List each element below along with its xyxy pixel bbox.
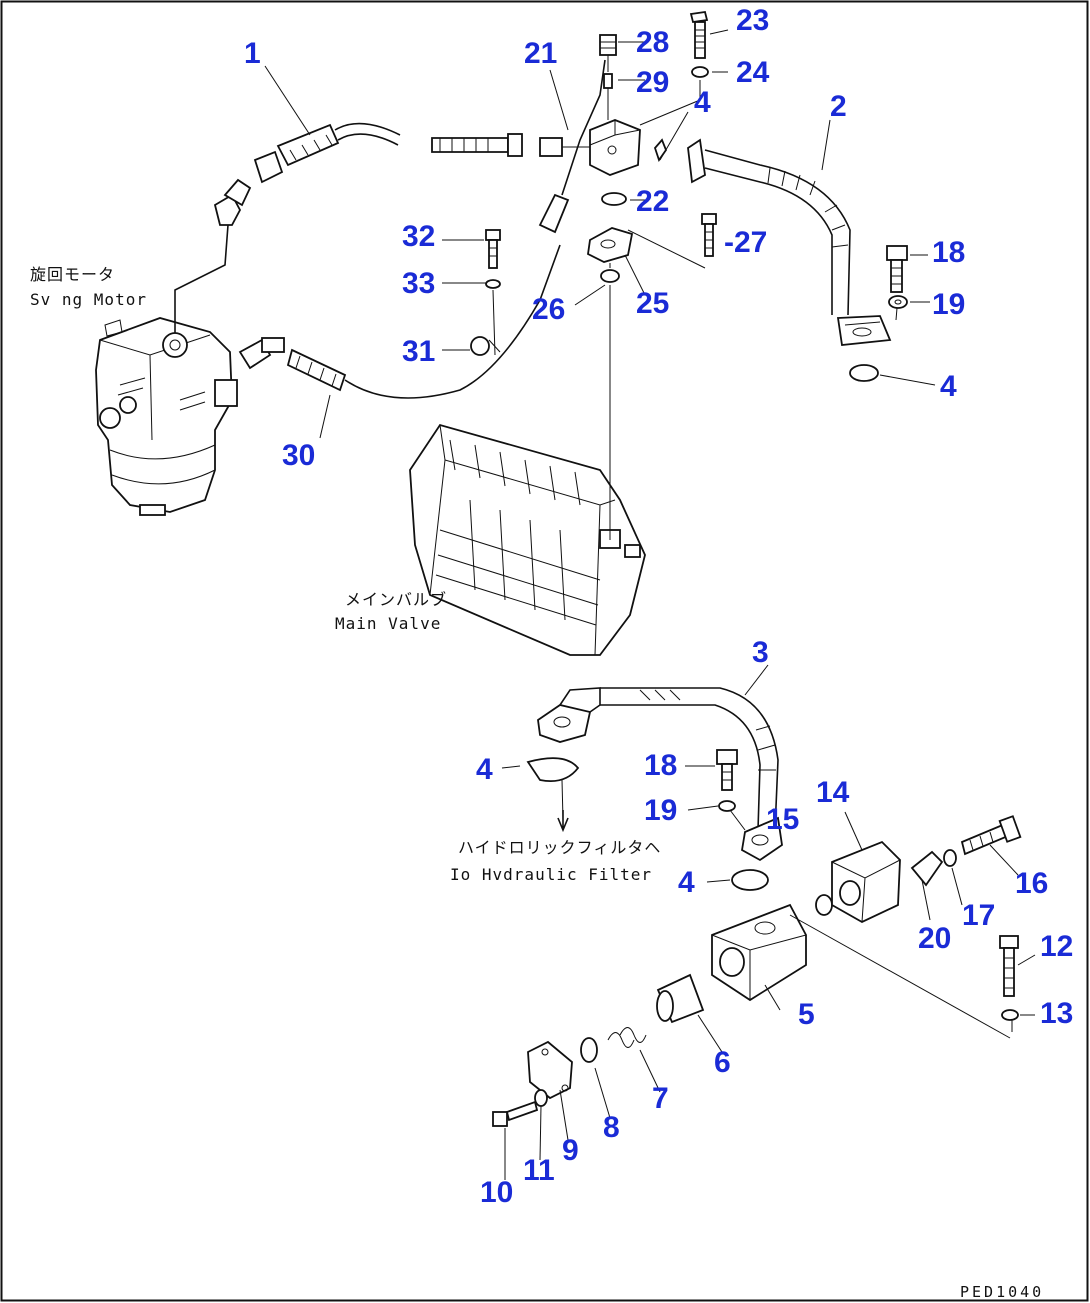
- callout-27: -27: [724, 226, 767, 259]
- callout-5: 5: [798, 998, 815, 1031]
- main-valve: [409, 423, 646, 656]
- drawing-id: PED1040: [960, 1283, 1044, 1301]
- callout-26: 26: [532, 293, 565, 326]
- callout-8: 8: [603, 1111, 620, 1144]
- callout-10: 10: [480, 1176, 513, 1209]
- block-5: [711, 869, 1011, 1039]
- callout-33: 33: [402, 267, 435, 300]
- callout-18-lower: 18: [644, 749, 677, 782]
- callout-20: 20: [918, 922, 951, 955]
- callout-19-lower: 19: [644, 794, 677, 827]
- callout-15: 15: [766, 803, 799, 836]
- hydraulic-filter-label-jp: ハイドロリックフィルタヘ: [458, 838, 661, 857]
- callout-29: 29: [636, 66, 669, 99]
- callout-30: 30: [282, 439, 315, 472]
- pipe-3: [526, 687, 783, 862]
- main-valve-label-en: Main Valve: [335, 614, 441, 633]
- bolt-27: [701, 213, 717, 257]
- hose-1: [174, 122, 523, 333]
- callout-2: 2: [830, 90, 847, 123]
- callout-32: 32: [402, 220, 435, 253]
- hose-30: [238, 59, 606, 399]
- callout-4-right: 4: [940, 370, 957, 403]
- callout-28: 28: [636, 26, 669, 59]
- callout-1: 1: [244, 37, 261, 70]
- block-14: [831, 840, 901, 924]
- callout-4-top: 4: [694, 86, 711, 119]
- callout-25: 25: [636, 287, 669, 320]
- bolt-12-set: [999, 935, 1019, 1032]
- valve-block-fittings: [539, 34, 706, 540]
- callout-4-block: 4: [678, 866, 695, 899]
- main-valve-label-jp: メインバルブ: [345, 590, 447, 609]
- bolt-18-lower: [716, 749, 746, 831]
- callout-14: 14: [816, 776, 850, 809]
- clamp-31-set: [470, 229, 501, 356]
- callout-13: 13: [1040, 997, 1073, 1030]
- swing-motor-label-jp: 旋回モータ: [30, 265, 115, 284]
- callout-24: 24: [736, 56, 770, 89]
- callout-19-top: 19: [932, 288, 965, 321]
- hydraulic-filter-label-en: Io Hvdraulic Filter: [450, 865, 652, 884]
- callout-23: 23: [736, 4, 769, 37]
- bolt-23-set: [689, 10, 709, 100]
- callout-4-filter: 4: [476, 753, 493, 786]
- check-valve-parts: [492, 973, 705, 1127]
- leader-lines: [264, 29, 1036, 1180]
- swing-motor-label-en: Sv ng Motor: [30, 290, 147, 309]
- callout-6: 6: [714, 1046, 731, 1079]
- callout-11: 11: [523, 1154, 555, 1187]
- callout-7: 7: [652, 1082, 669, 1115]
- callout-numbers: 1 2 3 4 4 4 4 5 6 7 8 9 10 11 12 13 14 1…: [244, 4, 1073, 1209]
- bolt-16-set: [910, 815, 1022, 887]
- callout-9: 9: [562, 1134, 579, 1167]
- bolt-18-top: [886, 245, 908, 321]
- callout-21: 21: [524, 37, 557, 70]
- callout-22: 22: [636, 185, 669, 218]
- callout-18-top: 18: [932, 236, 965, 269]
- callout-16: 16: [1015, 867, 1048, 900]
- callout-31: 31: [402, 335, 435, 368]
- callout-12: 12: [1040, 930, 1073, 963]
- pipe-2: [687, 138, 892, 382]
- swing-motor: [95, 317, 238, 516]
- callout-3: 3: [752, 636, 769, 669]
- callout-17: 17: [962, 899, 995, 932]
